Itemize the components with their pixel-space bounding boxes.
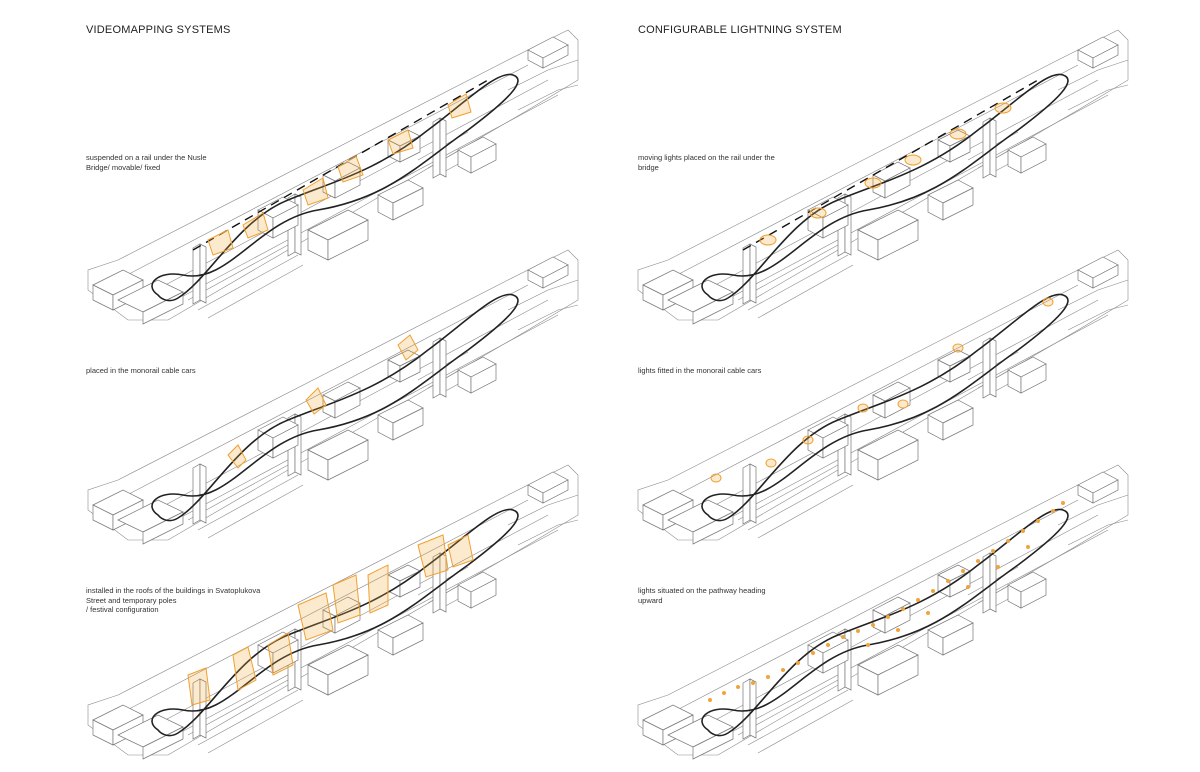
caption-left-2: placed in the monorail cable cars: [86, 366, 196, 375]
caption-right-2: lights fitted in the monorail cable cars: [638, 366, 762, 375]
caption-left-3: installed in the roofs of the buildings …: [86, 586, 261, 614]
title-videomapping-systems: VIDEOMAPPING SYSTEMS: [86, 24, 231, 36]
diagram-left-2: [87, 249, 579, 545]
diagram-right-2: [637, 249, 1129, 545]
diagram-right-3: [637, 464, 1129, 760]
caption-right-3: lights situated on the pathway heading u…: [638, 586, 766, 605]
caption-left-1: suspended on a rail under the Nusle Brid…: [86, 153, 207, 172]
caption-right-1: moving lights placed on the rail under t…: [638, 153, 775, 172]
title-lightning-system: CONFIGURABLE LIGHTNING SYSTEM: [638, 24, 842, 36]
diagram-left-1: [87, 29, 579, 325]
diagram-left-3: [87, 464, 579, 760]
diagram-right-1: [637, 29, 1129, 325]
